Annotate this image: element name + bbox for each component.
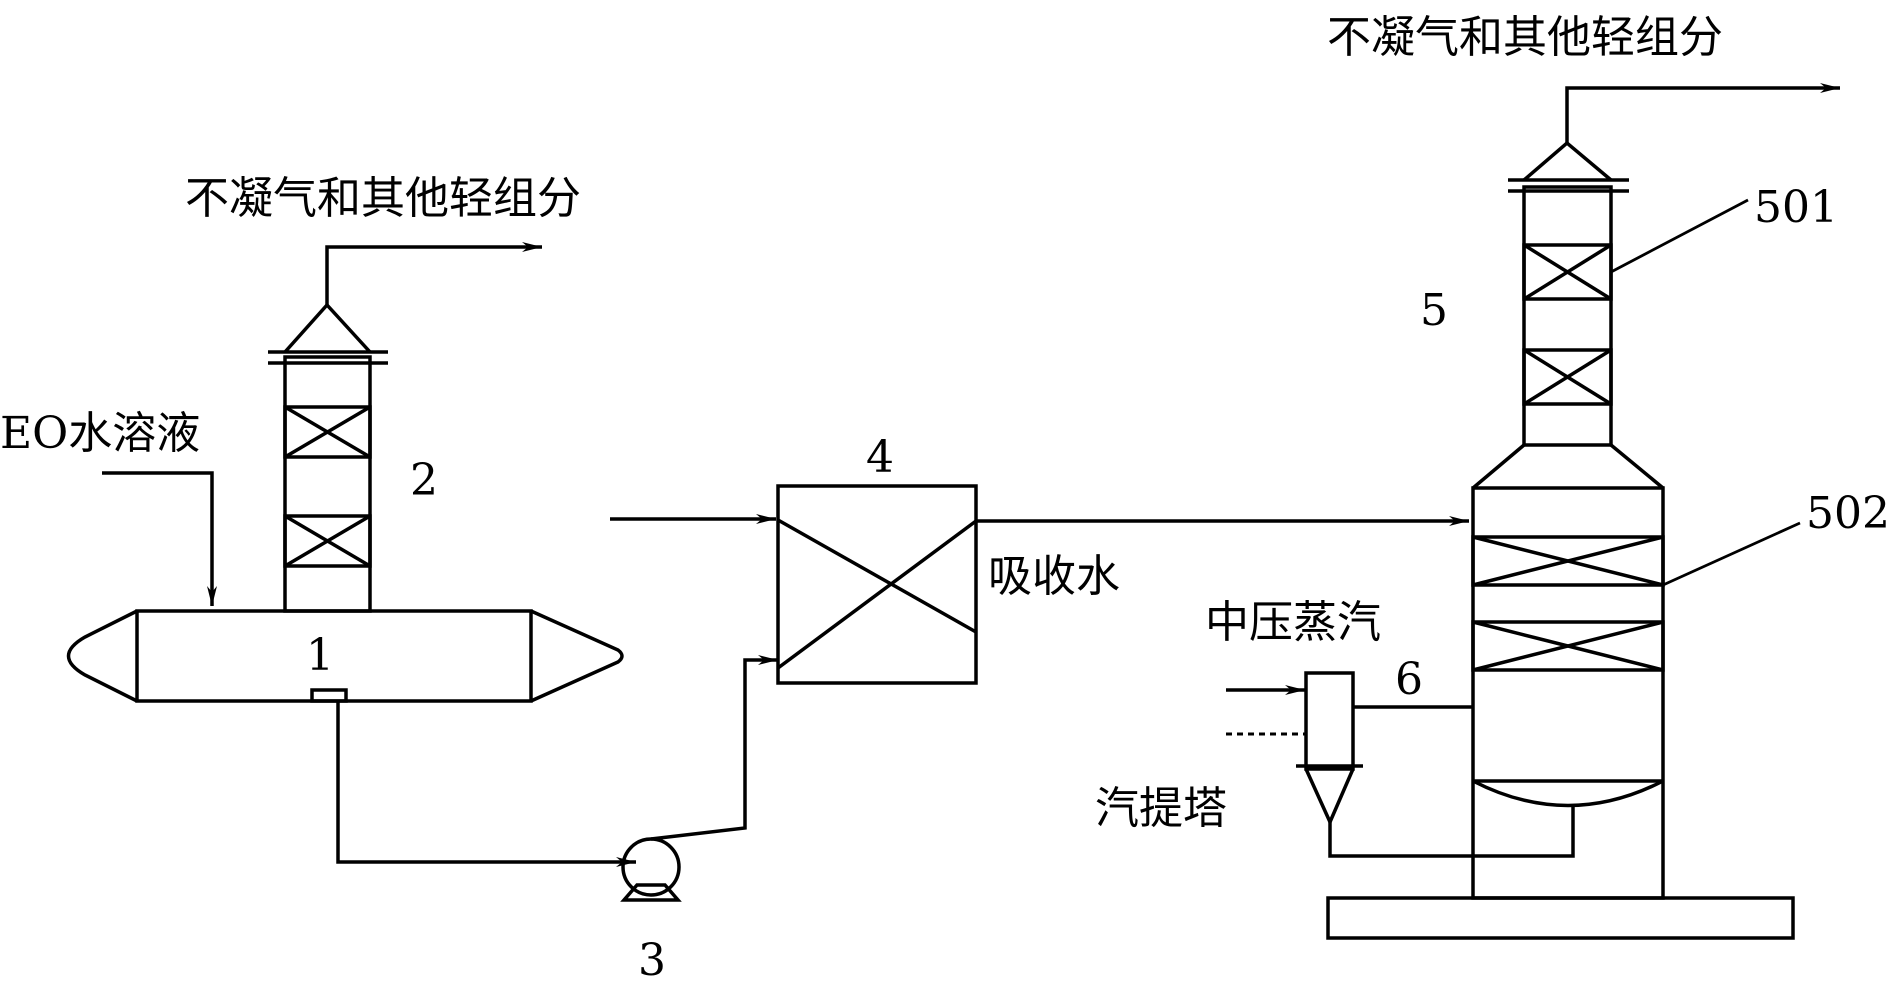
tower-bottom-to-stripper-line: [1328, 806, 1575, 858]
vent-line-5: [1565, 83, 1840, 143]
label-2: 2: [410, 455, 438, 506]
pump-to-exchanger-line: [650, 655, 778, 841]
label-4: 4: [866, 432, 894, 483]
label-vent-right: 不凝气和其他轻组分: [1327, 12, 1723, 63]
vent-line-2: [325, 242, 542, 305]
packing-bed-2a: [283, 405, 372, 459]
pump-3: [620, 837, 682, 902]
label-6: 6: [1395, 654, 1423, 705]
column-2: [268, 302, 388, 613]
label-mp-steam: 中压蒸汽: [1205, 597, 1381, 648]
vessel-1: [66, 609, 624, 703]
packing-bed-502b: [1471, 620, 1665, 672]
label-3: 3: [638, 935, 666, 986]
vessel-1-outlet-nozzle: [310, 688, 348, 703]
label-5: 5: [1420, 285, 1448, 336]
vessel-to-pump-line: [336, 701, 636, 867]
label-stripper: 汽提塔: [1095, 783, 1227, 834]
label-502: 502: [1806, 488, 1889, 539]
leader-501: [1610, 198, 1749, 274]
leader-502: [1662, 521, 1801, 587]
label-1: 1: [306, 630, 334, 681]
packing-bed-502a: [1471, 535, 1665, 587]
label-501: 501: [1754, 182, 1838, 233]
label-absorb-water: 吸收水: [988, 551, 1120, 602]
packing-bed-2b: [283, 514, 372, 568]
packing-bed-501b: [1522, 348, 1613, 406]
label-vent-left: 不凝气和其他轻组分: [185, 173, 581, 224]
tower-base: [1326, 896, 1795, 940]
tower-5: [1326, 140, 1795, 940]
label-eo-feed: EO水溶液: [0, 408, 200, 459]
feed-line: [102, 471, 217, 606]
heat-exchanger-4: [776, 484, 978, 685]
stripper-6: [1226, 671, 1363, 827]
